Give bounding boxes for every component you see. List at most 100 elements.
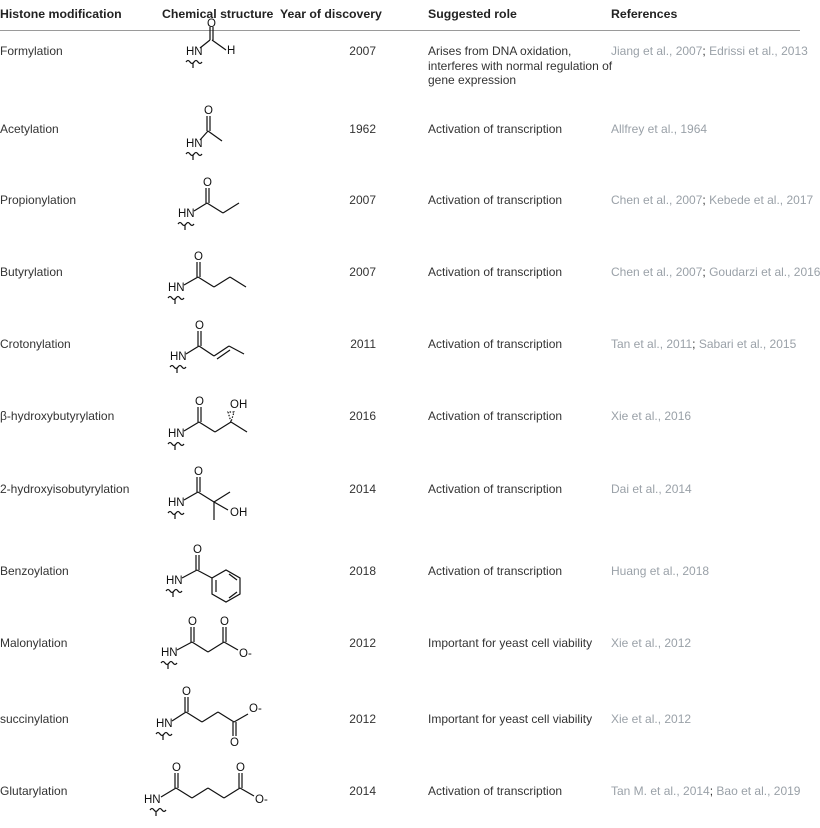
reference: Bao et al., 2019 — [716, 784, 801, 798]
discovery-year: 2016 — [349, 409, 376, 423]
oxygen-label: O — [194, 466, 203, 478]
reference: Kebede et al., 2017 — [709, 193, 814, 207]
suggested-role: Important for yeast cell viability — [428, 636, 593, 650]
reference: Jiang et al., 2007 — [611, 44, 703, 58]
references: Jiang et al., 2007; Edrissi et al., 2013 — [611, 44, 808, 58]
reference-separator: ; — [702, 44, 710, 58]
nh-label: HN — [156, 718, 173, 730]
reference: Dai et al., 2014 — [611, 482, 692, 496]
discovery-year: 1962 — [349, 122, 376, 136]
header-modification: Histone modification — [0, 7, 122, 21]
reference: Chen et al., 2007 — [611, 193, 703, 207]
header-role: Suggested role — [428, 7, 517, 21]
references: Xie et al., 2012 — [611, 712, 691, 726]
nh-label: HN — [170, 351, 187, 363]
table-header: Histone modification Chemical structure … — [0, 0, 800, 31]
nh-label: HN — [168, 497, 185, 509]
nh-label: HN — [178, 208, 195, 220]
modification-name: succinylation — [0, 712, 69, 726]
modification-name: Benzoylation — [0, 564, 69, 578]
discovery-year: 2014 — [349, 784, 376, 798]
modification-name: Propionylation — [0, 193, 77, 207]
reference: Xie et al., 2012 — [611, 712, 692, 726]
nh-label: HN — [168, 282, 185, 294]
reference: Sabari et al., 2015 — [698, 337, 797, 351]
oxygen-label: O — [172, 762, 181, 774]
chemical-structure: HN O — [185, 105, 223, 160]
hydrogen-label: H — [227, 45, 235, 57]
chemical-structure: HN O O O- — [155, 686, 262, 749]
suggested-role: Activation of transcription — [428, 265, 563, 279]
hydroxyl-label: OH — [230, 399, 247, 411]
nh-label: HN — [166, 575, 183, 587]
nh-label: HN — [144, 794, 161, 806]
chemical-structure: HN O OH — [167, 396, 248, 450]
suggested-role: Arises from DNA oxidation, interferes wi… — [428, 44, 613, 87]
carboxylate-label: O- — [239, 648, 252, 660]
oxygen-label: O — [188, 616, 197, 628]
modification-name: Crotonylation — [0, 337, 71, 351]
chemical-structure: HN O — [165, 544, 241, 603]
discovery-year: 2007 — [349, 44, 376, 58]
nh-label: HN — [161, 647, 178, 659]
modification-name: β-hydroxybutyrylation — [0, 409, 115, 423]
oxygen-label: O — [236, 762, 245, 774]
discovery-year: 2011 — [350, 337, 376, 351]
oxygen-label: O — [220, 616, 229, 628]
nh-label: HN — [186, 46, 203, 58]
header-structure: Chemical structure — [162, 7, 274, 21]
oxygen-label: O — [195, 320, 204, 332]
oxygen-label: O — [203, 177, 212, 189]
carboxylate-label: O- — [249, 703, 262, 715]
chemical-structure: HN O — [177, 177, 240, 230]
modification-name: Butyrylation — [0, 265, 63, 279]
chemical-structure: HN O OH — [167, 466, 247, 520]
discovery-year: 2018 — [349, 564, 376, 578]
discovery-year: 2012 — [349, 636, 376, 650]
modification-name: Glutarylation — [0, 784, 68, 798]
reference-separator: ; — [709, 784, 717, 798]
header-year: Year of discovery — [280, 7, 382, 21]
suggested-role: Activation of transcription — [428, 482, 563, 496]
suggested-role: Activation of transcription — [428, 122, 563, 136]
reference: Goudarzi et al., 2016 — [709, 265, 820, 279]
references: Chen et al., 2007; Goudarzi et al., 2016 — [611, 265, 820, 279]
chemical-structure: HN O — [169, 320, 245, 373]
reference: Edrissi et al., 2013 — [709, 44, 808, 58]
hydroxyl-label: OH — [230, 507, 247, 519]
suggested-role: Important for yeast cell viability — [428, 712, 593, 726]
references: Tan M. et al., 2014; Bao et al., 2019 — [611, 784, 800, 798]
references: Xie et al., 2016 — [611, 409, 691, 423]
discovery-year: 2014 — [349, 482, 376, 496]
reference-separator: ; — [702, 265, 710, 279]
chemical-structure: HN O — [167, 251, 247, 304]
modification-name: Formylation — [0, 44, 63, 58]
discovery-year: 2007 — [349, 265, 376, 279]
references: Huang et al., 2018 — [611, 564, 709, 578]
suggested-role: Activation of transcription — [428, 193, 563, 207]
oxygen-label: O — [195, 396, 204, 408]
oxygen-label: O — [182, 686, 191, 698]
references: Allfrey et al., 1964 — [611, 122, 707, 136]
oxygen-label: O — [207, 18, 216, 30]
reference: Xie et al., 2012 — [611, 636, 692, 650]
suggested-role: Activation of transcription — [428, 564, 563, 578]
reference-separator: ; — [702, 193, 710, 207]
carboxylate-label: O- — [255, 794, 268, 806]
references: Xie et al., 2012 — [611, 636, 691, 650]
modification-name: Acetylation — [0, 122, 59, 136]
suggested-role: Activation of transcription — [428, 409, 563, 423]
references: Tan et al., 2011; Sabari et al., 2015 — [611, 337, 796, 351]
chemical-structure: HN O O O- — [144, 762, 268, 816]
suggested-role: Activation of transcription — [428, 337, 563, 351]
discovery-year: 2012 — [349, 712, 376, 726]
reference: Tan M. et al., 2014 — [611, 784, 710, 798]
chemical-structure: HN O H — [185, 18, 235, 68]
references: Dai et al., 2014 — [611, 482, 692, 496]
reference: Chen et al., 2007 — [611, 265, 703, 279]
oxygen-label: O — [194, 251, 203, 263]
nh-label: HN — [168, 428, 185, 440]
oxygen-label: O — [204, 105, 213, 117]
header-references: References — [611, 7, 678, 21]
reference: Huang et al., 2018 — [611, 564, 710, 578]
